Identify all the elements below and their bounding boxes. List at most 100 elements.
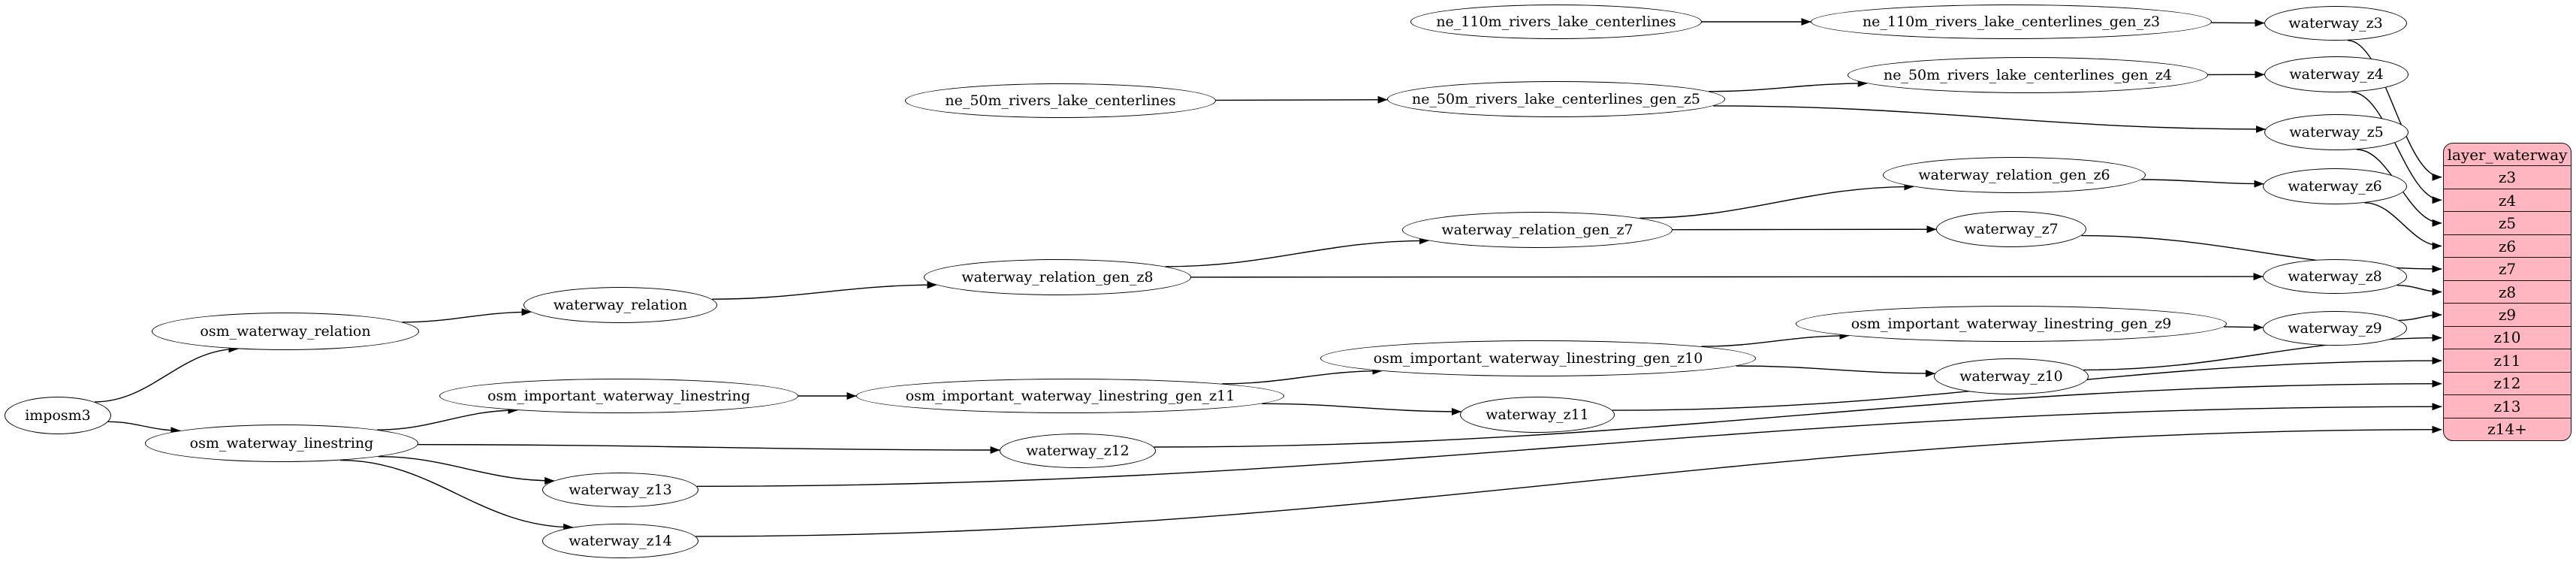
- edge-waterway_relation_gen_z8-to-waterway_z8: [1190, 273, 2264, 281]
- record-row-z4: z4: [2444, 188, 2571, 211]
- edge-waterway_relation_gen_z6-to-waterway_z6: [2141, 179, 2264, 188]
- node-label: waterway_z4: [2289, 66, 2384, 83]
- node-label: waterway_z5: [2289, 124, 2384, 140]
- node-label: ne_50m_rivers_lake_centerlines: [945, 92, 1176, 109]
- edge-osm_waterway_linestring-to-osm_important_waterway_linestring: [377, 406, 518, 431]
- node-label: waterway_relation_gen_z7: [1441, 222, 1633, 238]
- node-waterway_z14: waterway_z14: [542, 524, 698, 558]
- node-osm_important_waterway_linestring: osm_important_waterway_linestring: [439, 379, 798, 413]
- node-waterway_z10: waterway_z10: [1934, 358, 2089, 394]
- node-ne_110m_rivers_lake_centerlines_gen_z3: ne_110m_rivers_lake_centerlines_gen_z3: [1811, 5, 2212, 39]
- node-waterway_z3: waterway_z3: [2264, 6, 2407, 41]
- node-label: waterway_z14: [569, 533, 672, 549]
- node-waterway_z13: waterway_z13: [542, 473, 698, 507]
- node-waterway_relation_gen_z7: waterway_relation_gen_z7: [1402, 212, 1673, 248]
- record-row-z11: z11: [2444, 349, 2571, 371]
- edge-osm_important_waterway_linestring_gen_z10-to-waterway_z10: [1736, 365, 1935, 378]
- edge-osm_waterway_linestring-to-waterway_z12: [418, 444, 1000, 454]
- record-title: layer_waterway: [2447, 145, 2568, 164]
- node-label: waterway_z8: [2288, 268, 2382, 285]
- node-waterway_z6: waterway_z6: [2263, 168, 2407, 204]
- node-label: ne_110m_rivers_lake_centerlines: [1436, 14, 1676, 30]
- node-waterway_z12: waterway_z12: [1000, 434, 1156, 468]
- node-waterway_z8: waterway_z8: [2263, 259, 2407, 294]
- edge-waterway_z4-to-layer_waterway-z4: [2351, 91, 2442, 204]
- edge-osm_waterway_linestring-to-waterway_z13: [378, 456, 555, 485]
- node-label: waterway_z13: [569, 482, 672, 498]
- edge-osm_waterway_linestring-to-waterway_z14: [340, 459, 574, 531]
- node-waterway_relation_gen_z6: waterway_relation_gen_z6: [1883, 157, 2146, 193]
- node-label: waterway_z11: [1486, 406, 1589, 423]
- edge-waterway_z8-to-layer_waterway-z8: [2397, 285, 2442, 296]
- record-row-z5: z5: [2444, 211, 2571, 234]
- node-imposm3: imposm3: [5, 397, 111, 434]
- edge-ne_50m_rivers_lake_centerlines-to-ne_50m_rivers_lake_centerlines_gen_z5: [1215, 95, 1388, 104]
- edge-ne_50m_rivers_lake_centerlines_gen_z5-to-ne_50m_rivers_lake_centerlines_gen_z4: [1708, 79, 1868, 92]
- node-osm_important_waterway_linestring_gen_z10: osm_important_waterway_linestring_gen_z1…: [1320, 340, 1756, 376]
- record-row-z13: z13: [2444, 394, 2571, 417]
- node-waterway_relation_gen_z8: waterway_relation_gen_z8: [924, 259, 1191, 295]
- edge-waterway_z6-to-layer_waterway-z6: [2364, 202, 2442, 250]
- edge-osm_important_waterway_linestring_gen_z11-to-osm_important_waterway_linestring_gen_z10: [1222, 367, 1383, 385]
- node-waterway_z4: waterway_z4: [2264, 56, 2409, 92]
- node-label: osm_important_waterway_linestring: [487, 388, 750, 404]
- node-label: ne_50m_rivers_lake_centerlines_gen_z4: [1883, 67, 2173, 83]
- node-label: osm_waterway_linestring: [189, 435, 374, 452]
- record-row-z10: z10: [2444, 325, 2571, 349]
- node-label: waterway_z6: [2288, 178, 2382, 195]
- edge-imposm3-to-osm_waterway_relation: [94, 345, 239, 403]
- node-label: osm_waterway_relation: [200, 323, 371, 340]
- node-waterway_z9: waterway_z9: [2263, 311, 2407, 346]
- node-ne_110m_rivers_lake_centerlines: ne_110m_rivers_lake_centerlines: [1410, 5, 1702, 39]
- edge-waterway_relation_gen_z7-to-waterway_relation_gen_z6: [1639, 183, 1914, 219]
- edge-waterway_z3-to-layer_waterway-z3: [2347, 40, 2442, 181]
- node-waterway_z7: waterway_z7: [1936, 211, 2086, 247]
- node-ne_50m_rivers_lake_centerlines: ne_50m_rivers_lake_centerlines: [905, 83, 1216, 118]
- edge-imposm3-to-osm_waterway_linestring: [107, 421, 181, 435]
- node-label: waterway_z9: [2288, 320, 2382, 337]
- edge-osm_important_waterway_linestring_gen_z11-to-waterway_z11: [1262, 403, 1461, 415]
- node-osm_important_waterway_linestring_gen_z9: osm_important_waterway_linestring_gen_z9: [1796, 306, 2227, 342]
- node-osm_waterway_linestring: osm_waterway_linestring: [145, 425, 418, 462]
- node-label: osm_important_waterway_linestring_gen_z9: [1851, 316, 2172, 332]
- edge-waterway_relation-to-waterway_relation_gen_z8: [712, 281, 937, 300]
- record-row-z7: z7: [2444, 257, 2571, 279]
- node-ne_50m_rivers_lake_centerlines_gen_z5: ne_50m_rivers_lake_centerlines_gen_z5: [1387, 81, 1725, 117]
- node-label: imposm3: [25, 407, 91, 424]
- graph-edges: [94, 18, 2442, 537]
- node-osm_waterway_relation: osm_waterway_relation: [152, 313, 419, 350]
- node-label: waterway_z7: [1964, 221, 2059, 237]
- edge-waterway_z14-to-layer_waterway-z14+: [695, 425, 2442, 537]
- node-label: waterway_relation: [553, 297, 688, 313]
- edge-ne_50m_rivers_lake_centerlines_gen_z5-to-waterway_z5: [1713, 105, 2266, 133]
- edge-osm_important_waterway_linestring_gen_z9-to-waterway_z9: [2224, 323, 2264, 331]
- edge-waterway_z10-to-layer_waterway-z10: [2083, 334, 2442, 371]
- edge-waterway_relation_gen_z7-to-waterway_z7: [1672, 225, 1937, 234]
- node-label: ne_50m_rivers_lake_centerlines_gen_z5: [1411, 91, 1701, 107]
- edge-waterway_z13-to-layer_waterway-z13: [696, 403, 2442, 487]
- node-label: waterway_relation_gen_z8: [961, 269, 1154, 286]
- node-label: waterway_relation_gen_z6: [1918, 167, 2110, 183]
- node-label: waterway_z12: [1026, 443, 1130, 459]
- node-osm_important_waterway_linestring_gen_z11: osm_important_waterway_linestring_gen_z1…: [856, 379, 1284, 413]
- node-waterway_z5: waterway_z5: [2264, 114, 2409, 150]
- node-label: ne_110m_rivers_lake_centerlines_gen_z3: [1862, 14, 2161, 30]
- record-row-z6: z6: [2444, 234, 2571, 257]
- node-waterway_z11: waterway_z11: [1460, 397, 1615, 433]
- record-row-z9: z9: [2444, 303, 2571, 325]
- record-row-z8: z8: [2444, 279, 2571, 303]
- node-label: waterway_z10: [1959, 368, 2063, 385]
- record-row-z12: z12: [2444, 371, 2571, 394]
- node-label: osm_important_waterway_linestring_gen_z1…: [1373, 350, 1703, 367]
- record-row-z3: z3: [2444, 165, 2571, 188]
- node-label: waterway_z3: [2288, 15, 2383, 32]
- edge-osm_important_waterway_linestring_gen_z10-to-osm_important_waterway_linestring_gen_z9: [1701, 331, 1850, 347]
- edge-waterway_z9-to-layer_waterway-z9: [2399, 311, 2442, 322]
- edge-waterway_relation_gen_z8-to-waterway_relation_gen_z7: [1165, 237, 1429, 267]
- node-ne_50m_rivers_lake_centerlines_gen_z4: ne_50m_rivers_lake_centerlines_gen_z4: [1848, 57, 2208, 93]
- node-label: osm_important_waterway_linestring_gen_z1…: [905, 388, 1235, 404]
- node-waterway_relation: waterway_relation: [523, 287, 717, 323]
